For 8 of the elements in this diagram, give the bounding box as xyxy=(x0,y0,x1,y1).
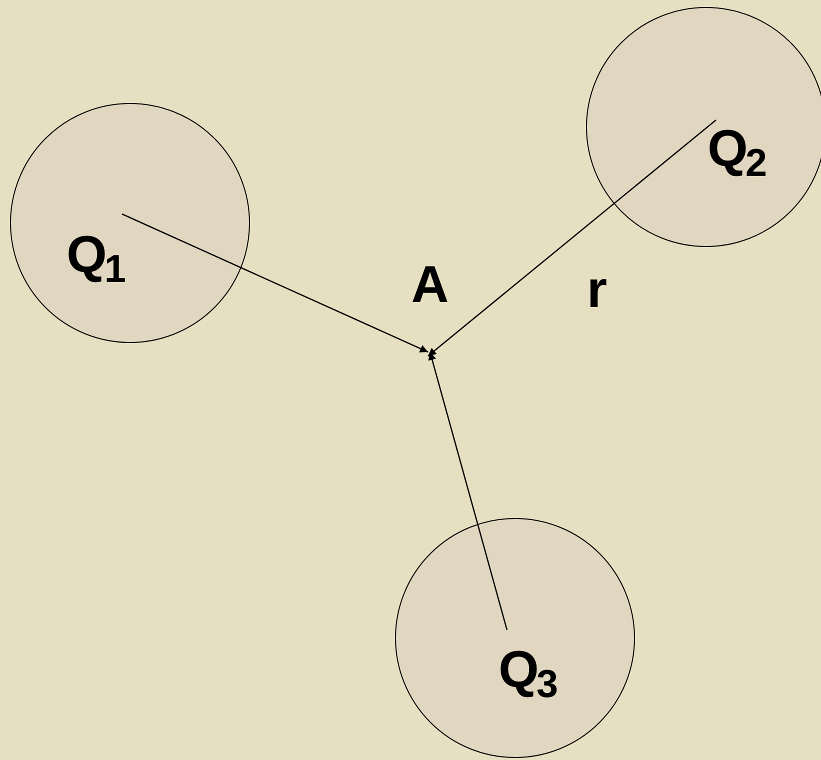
charge-label: Q$_{3}$ xyxy=(498,644,556,696)
point-label: r xyxy=(586,264,608,316)
arrow xyxy=(122,213,428,353)
charge-label: Q$_{2}$ xyxy=(708,123,764,175)
arrow xyxy=(428,120,716,356)
arrow xyxy=(428,352,508,630)
charge-label: Q$_{1}$ xyxy=(66,229,124,281)
point-label: A xyxy=(411,259,449,311)
